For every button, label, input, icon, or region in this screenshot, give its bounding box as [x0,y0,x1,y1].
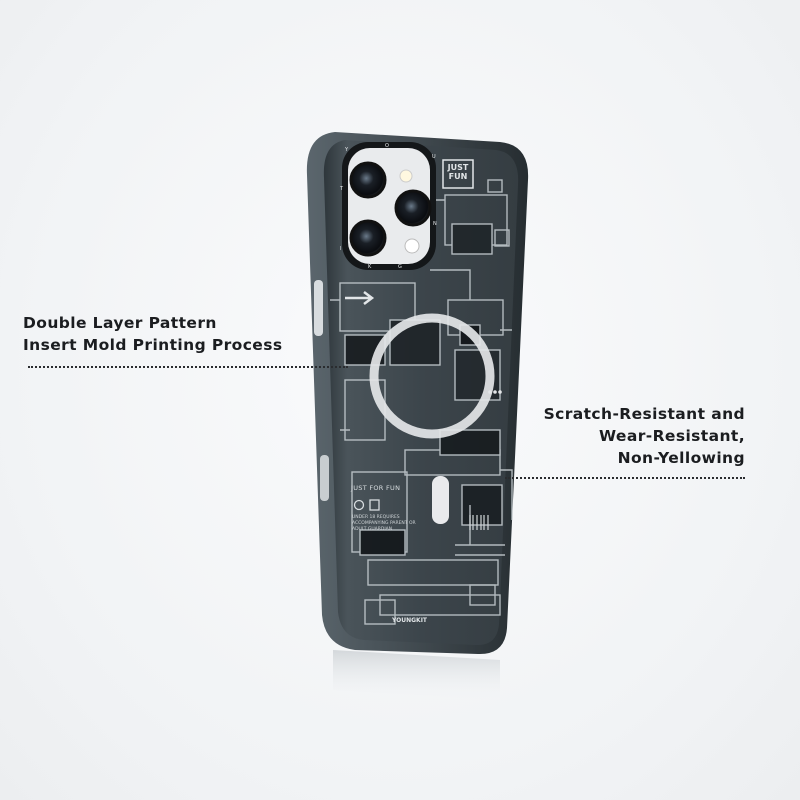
case-warning-line1: UNDER 18 REQUIRES [352,515,400,520]
case-just-for-fun: JUST FOR FUN [351,484,401,492]
leader-line-right [505,477,745,479]
callout-right: Scratch-Resistant and Wear-Resistant, No… [544,403,745,469]
case-logo: JUST FUN [446,163,470,181]
side-button-volume [320,455,329,501]
leader-line-left [28,366,348,368]
camera-ring-letter: I [340,246,341,252]
callout-left-line2: Insert Mold Printing Process [23,336,283,354]
logo-box [442,159,474,189]
case-warning-text: UNDER 18 REQUIRES ACCOMPANYING PARENT OR… [352,515,416,533]
camera-ring-letter: O [385,143,389,149]
indicator-dots [488,390,502,394]
camera-lens-right [394,189,432,227]
camera-ring-letter: T [339,186,344,192]
magsafe-orientation-slot [432,476,449,524]
side-button-action [314,280,323,336]
barcode-icon [469,515,489,530]
arrow-icon [345,291,375,305]
camera-module [342,142,436,270]
recycle-icon [353,499,365,511]
case-logo-line2: FUN [448,172,468,181]
callout-right-line1: Scratch-Resistant and [543,405,745,423]
camera-lens-bottom [349,219,387,257]
phone-reflection [333,650,500,700]
camera-flash [399,169,413,183]
camera-ring-letter: U [432,154,436,160]
camera-lens-top [349,161,387,199]
case-warning-line3: ADULT GUARDIAN [352,527,393,532]
case-brand: YOUNGKIT [392,617,428,624]
camera-ring-letter: Y [344,147,349,153]
camera-ring-letter: K [368,264,372,270]
case-logo-line1: JUST [447,163,469,172]
case-warning-line2: ACCOMPANYING PARENT OR [352,521,416,526]
camera-ring-letter: G [398,264,402,270]
callout-left-line1: Double Layer Pattern [23,314,217,332]
ce-icon [369,499,380,511]
callout-left: Double Layer Pattern Insert Mold Printin… [23,312,282,356]
camera-ring-letter: N [433,221,437,227]
callout-right-line2: Wear-Resistant, [598,427,745,445]
magsafe-ring [369,313,495,439]
camera-sensor [404,238,420,254]
callout-right-line3: Non-Yellowing [617,449,745,467]
